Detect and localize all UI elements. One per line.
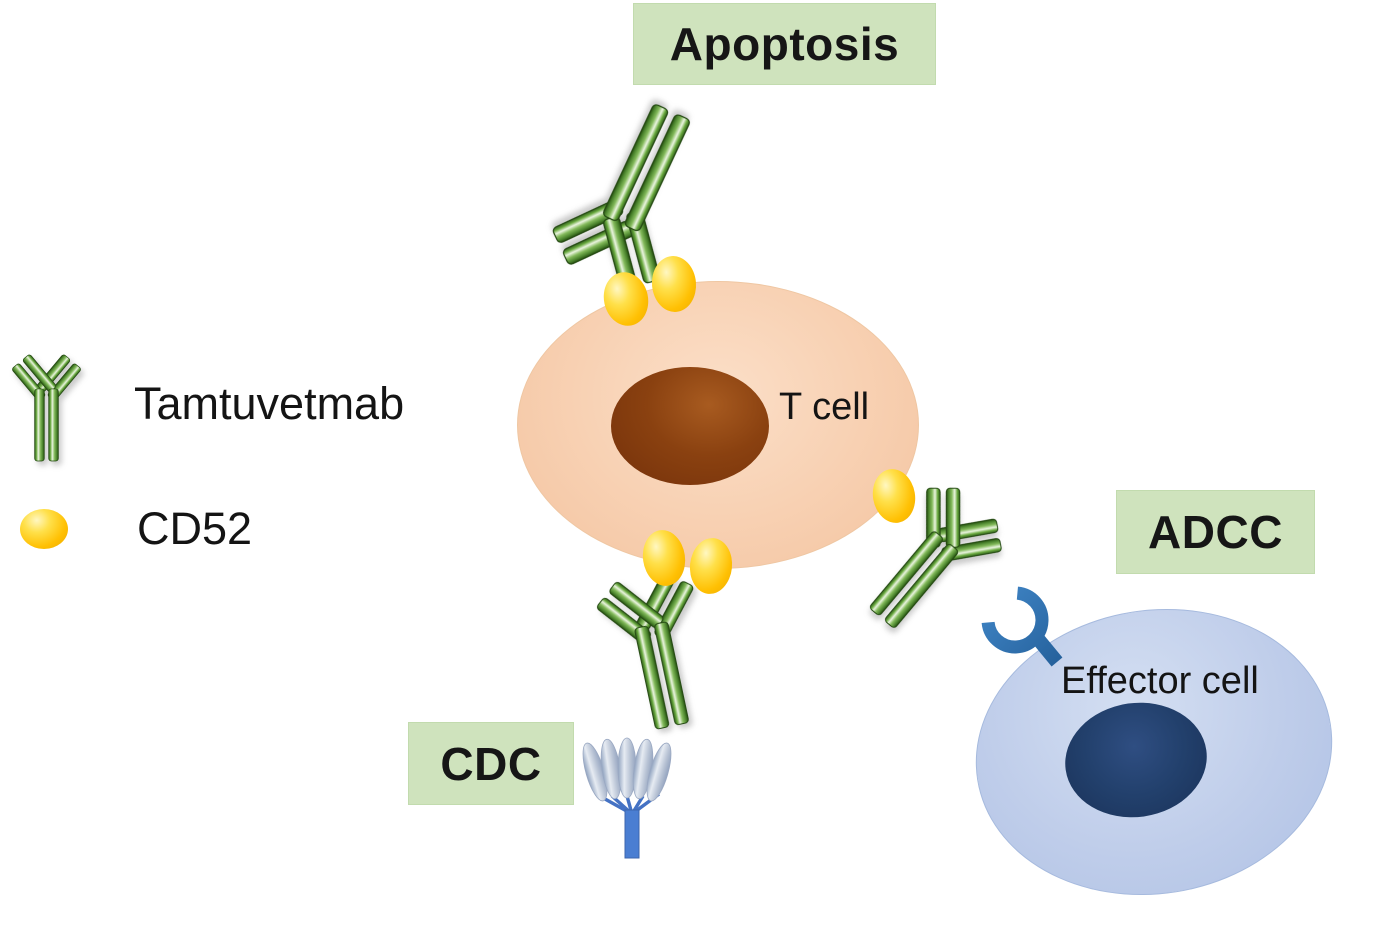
complement-c1q-icon <box>582 737 672 859</box>
cdc-label: CDC <box>440 737 542 790</box>
apoptosis-label: Apoptosis <box>669 18 900 70</box>
apoptosis-label-box: Apoptosis <box>633 3 936 85</box>
t-cell-label: T cell <box>779 386 870 428</box>
fc-receptor-icon <box>981 586 1063 667</box>
t-cell-nucleus <box>611 367 769 485</box>
cd52-label: CD52 <box>137 503 253 554</box>
adcc-label: ADCC <box>1148 506 1283 558</box>
legend-antibody-icon <box>10 353 83 462</box>
cdc-label-box: CDC <box>408 722 574 805</box>
adcc-label-box: ADCC <box>1116 490 1315 574</box>
tamtuvetmab-label: Tamtuvetmab <box>134 378 405 429</box>
effector-cell-label: Effector cell <box>1061 660 1259 702</box>
legend-cd52-icon <box>20 509 68 549</box>
